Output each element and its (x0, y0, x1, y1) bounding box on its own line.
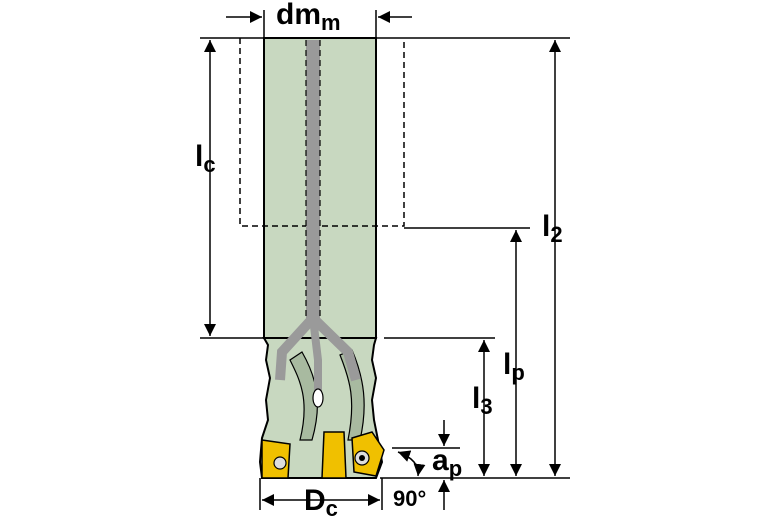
lc-label: lc (195, 140, 216, 177)
l2-label: l2 (542, 210, 563, 247)
coolant-branch (309, 314, 361, 382)
cutting-insert (321, 431, 347, 479)
ap-label: ap (432, 444, 462, 481)
coolant-branch (275, 314, 317, 381)
flute-shade (289, 351, 319, 441)
dm-label: dmm (276, 0, 341, 35)
angle-arc (397, 450, 426, 477)
angle-label: 90° (393, 486, 426, 511)
insert-screw (359, 455, 365, 461)
coolant-outlet (312, 388, 324, 408)
insert-screw (273, 456, 287, 470)
dc-label: Dc (304, 484, 338, 521)
l3-label: l3 (472, 382, 493, 419)
dashed-shank-outline (239, 38, 405, 227)
lp-label: lp (503, 348, 525, 385)
coolant-branch (309, 317, 322, 395)
